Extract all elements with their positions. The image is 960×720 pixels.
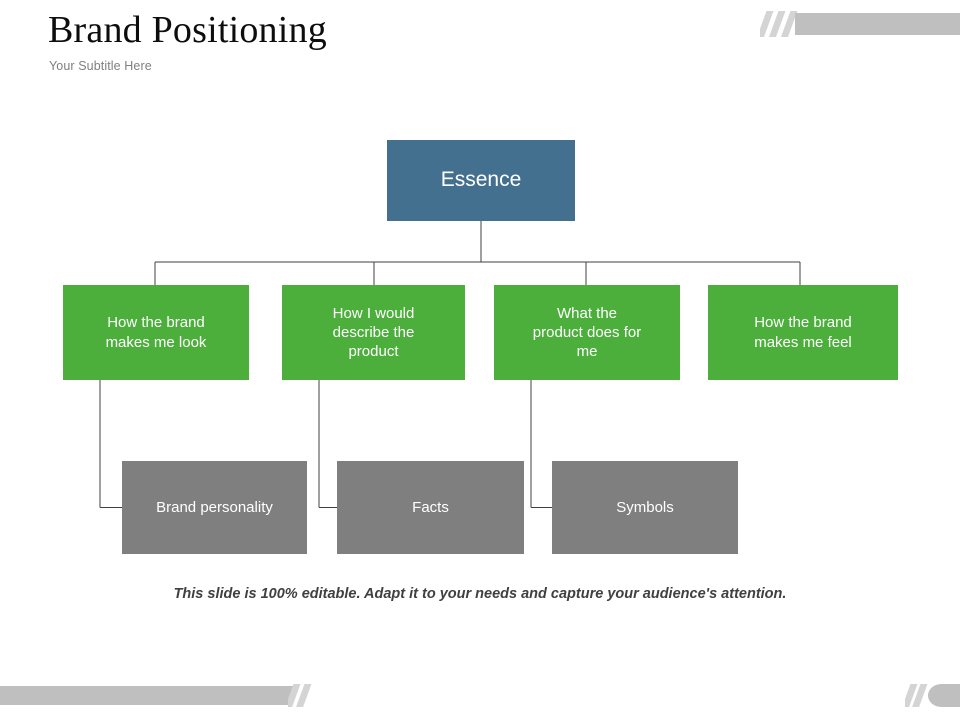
node-branch-4[interactable]: How the brand makes me feel <box>708 285 898 380</box>
node-leaf-2[interactable]: Facts <box>337 461 524 554</box>
node-leaf-2-label: Facts <box>412 498 449 516</box>
node-leaf-1[interactable]: Brand personality <box>122 461 307 554</box>
node-essence[interactable]: Essence <box>387 140 575 221</box>
bottom-left-bar-decoration <box>0 686 285 705</box>
node-branch-2[interactable]: How I would describe the product <box>282 285 465 380</box>
node-branch-4-label: How the brand makes me feel <box>754 314 852 351</box>
node-leaf-3-label: Symbols <box>616 498 674 516</box>
node-branch-3[interactable]: What the product does for me <box>494 285 680 380</box>
node-branch-1-label: How the brand makes me look <box>105 314 207 351</box>
node-essence-label: Essence <box>440 168 522 192</box>
node-branch-3-label: What the product does for me <box>532 304 642 361</box>
bottom-right-rounded-bar-decoration <box>928 684 960 707</box>
top-right-bar-decoration <box>795 13 960 35</box>
page-subtitle: Your Subtitle Here <box>49 59 152 73</box>
footer-note: This slide is 100% editable. Adapt it to… <box>173 586 787 602</box>
node-branch-1[interactable]: How the brand makes me look <box>63 285 249 380</box>
node-leaf-1-label: Brand personality <box>156 498 273 516</box>
node-leaf-3[interactable]: Symbols <box>552 461 738 554</box>
page-title: Brand Positioning <box>48 9 327 51</box>
node-branch-2-label: How I would describe the product <box>332 304 415 361</box>
